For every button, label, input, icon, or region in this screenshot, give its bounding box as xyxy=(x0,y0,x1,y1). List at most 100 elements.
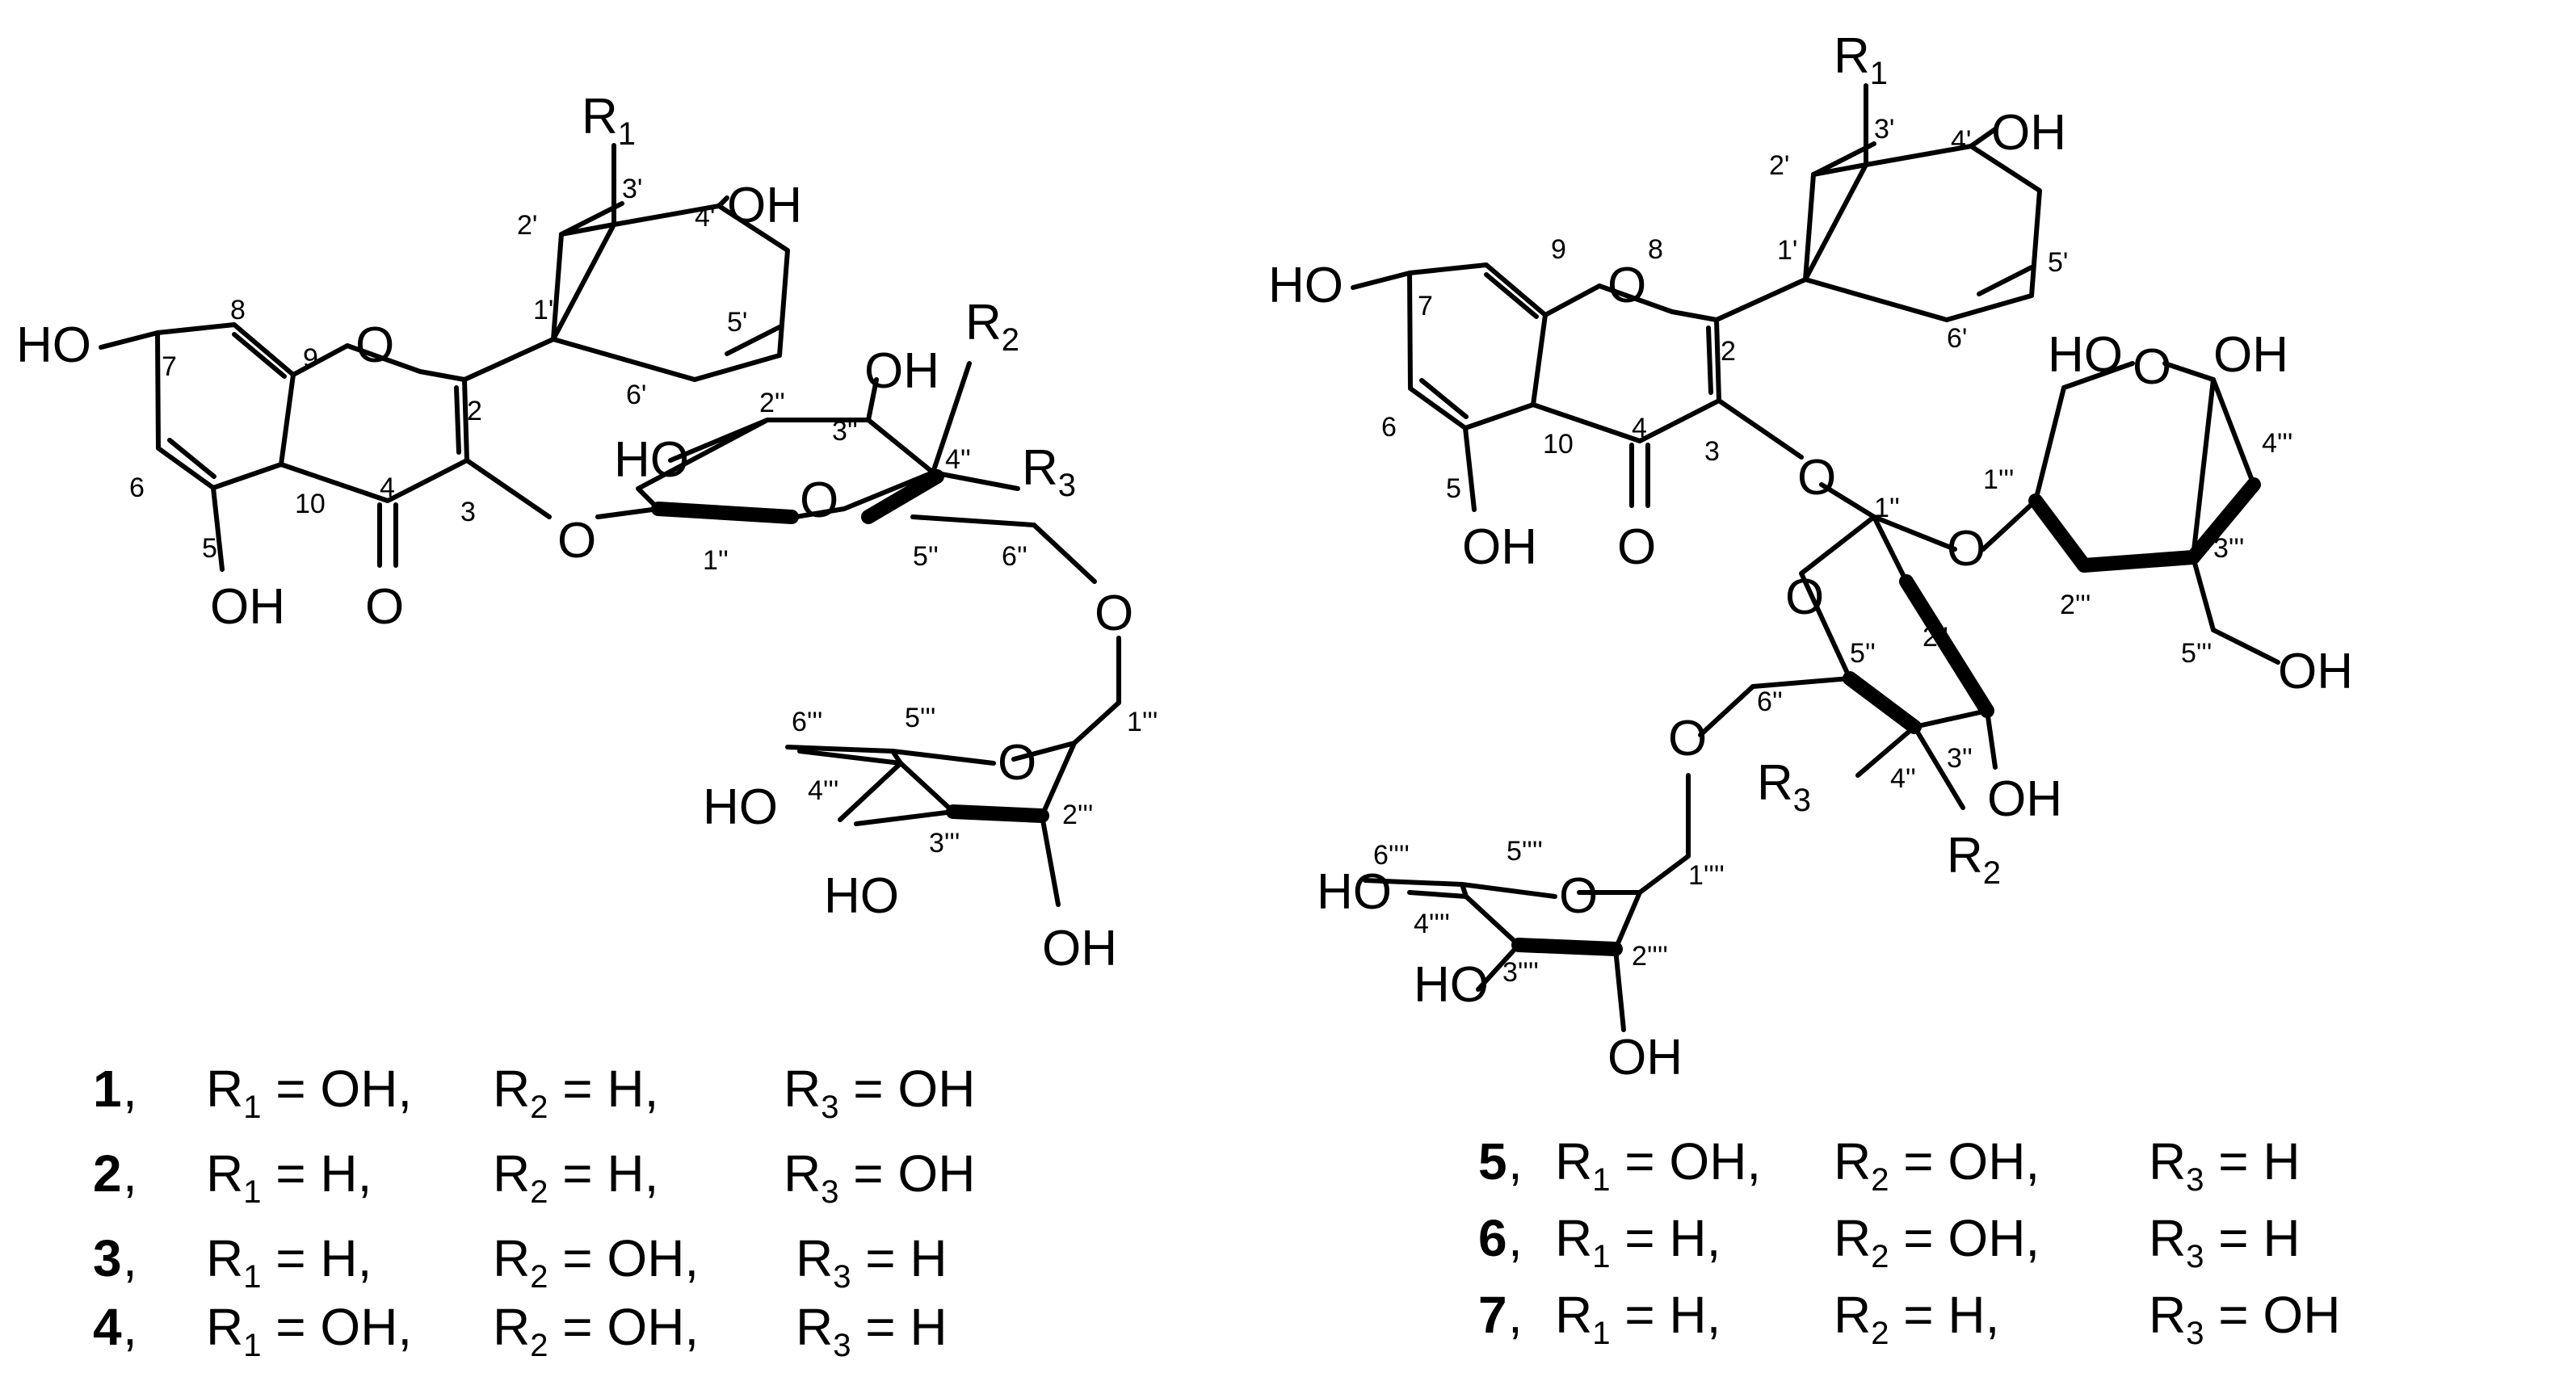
num-4: 4 xyxy=(380,472,395,503)
oh-5-label: OH xyxy=(210,579,285,635)
r-num-4pp: 4'' xyxy=(1890,763,1916,794)
r-r1-label: R1 xyxy=(1834,28,1888,91)
r-oh-api-3-label: OH xyxy=(2213,327,2288,383)
r-ho-7-label: HO xyxy=(1268,258,1343,313)
num-2: 2 xyxy=(467,396,482,426)
r-o-glyc-label: O xyxy=(1797,450,1836,506)
r1-assignment: R1 = OH, xyxy=(1555,1132,1761,1198)
r-num-4p: 4' xyxy=(1951,125,1971,156)
r-num-4: 4 xyxy=(1632,413,1647,443)
r-num-5pp: 5'' xyxy=(1850,638,1876,669)
r-o-2pp-label: O xyxy=(1947,521,1986,577)
r-ho-3pppp-label: HO xyxy=(1414,957,1489,1013)
compound-table-left: 1 , R1 = OH, R2 = H, R3 = OH 2 , R1 = H,… xyxy=(93,1060,975,1363)
r-oh-3pp-label: OH xyxy=(1987,771,2062,827)
r-num-3pppp: 3'''' xyxy=(1502,957,1539,988)
compound-id: 3 xyxy=(93,1229,122,1287)
r-num-3pp: 3'' xyxy=(1947,743,1973,774)
oh-4p-label: OH xyxy=(727,178,802,233)
r1-assignment: R1 = OH, xyxy=(206,1298,412,1363)
num-7: 7 xyxy=(162,351,177,382)
num-6pp: 6'' xyxy=(1002,541,1027,572)
r-ho-4pppp-label: HO xyxy=(1317,864,1392,920)
r-r3-label: R3 xyxy=(1757,755,1811,818)
num-5ppp: 5''' xyxy=(905,703,935,733)
r-num-3: 3 xyxy=(1704,436,1720,467)
r2-assignment: R2 = H, xyxy=(493,1060,658,1125)
num-1p: 1' xyxy=(533,295,553,325)
o-keto-label: O xyxy=(365,579,404,635)
ho-3ppp-label: HO xyxy=(824,868,899,924)
num-5: 5 xyxy=(202,533,217,564)
num-1pp: 1'' xyxy=(703,545,729,576)
o-glyc-label: O xyxy=(557,513,596,569)
ho-2pp-label: HO xyxy=(614,432,689,488)
r1-assignment: R1 = H, xyxy=(206,1229,372,1295)
r-num-1ppp: 1''' xyxy=(1983,464,2014,495)
num-6: 6 xyxy=(129,472,145,503)
compound-id: 6 xyxy=(1478,1209,1507,1267)
r-num-2pp: 2'' xyxy=(1923,622,1948,653)
num-3p: 3' xyxy=(622,174,642,204)
compound-id: 5 xyxy=(1478,1132,1507,1190)
r-num-3p: 3' xyxy=(1874,114,1894,145)
r1-assignment: R1 = H, xyxy=(206,1144,372,1210)
r-num-6p: 6' xyxy=(1947,323,1967,354)
r1-label: R1 xyxy=(582,89,636,152)
r-num-6pp: 6'' xyxy=(1757,686,1783,717)
r-o-api-ring-label: O xyxy=(2133,339,2171,395)
svg-text:,: , xyxy=(123,1229,137,1287)
num-4p: 4' xyxy=(695,202,715,233)
r-num-2ppp: 2''' xyxy=(2060,590,2091,620)
r2-assignment: R2 = H, xyxy=(493,1144,658,1210)
r-num-4ppp: 4''' xyxy=(2262,428,2292,459)
num-2p: 2' xyxy=(517,210,537,241)
ho-7-label: HO xyxy=(16,317,91,373)
oh-3pp-label: OH xyxy=(864,343,939,399)
o-ring-sugar-label: O xyxy=(800,472,838,528)
r-o-rha-ring-label: O xyxy=(1559,868,1598,924)
num-2ppp: 2''' xyxy=(1062,800,1093,830)
r-num-5pppp: 5'''' xyxy=(1507,836,1543,867)
r-o-keto-label: O xyxy=(1617,519,1656,575)
o-6pp-label: O xyxy=(1095,586,1133,641)
num-8: 8 xyxy=(230,295,246,325)
r-oh-4p-label: OH xyxy=(1991,105,2066,161)
r3-assignment: R3 = OH xyxy=(784,1060,975,1125)
svg-text:,: , xyxy=(123,1144,137,1203)
r2-assignment: R2 = H, xyxy=(1834,1286,1999,1351)
oh-2ppp-label: OH xyxy=(1042,921,1117,976)
r-oh-2pppp-label: OH xyxy=(1607,1030,1683,1085)
r-num-2pppp: 2'''' xyxy=(1632,941,1668,972)
r2-assignment: R2 = OH, xyxy=(493,1298,699,1363)
num-4pp: 4'' xyxy=(945,444,971,475)
compound-id: 2 xyxy=(93,1144,122,1203)
r1-assignment: R1 = OH, xyxy=(206,1060,412,1125)
r-num-2p: 2' xyxy=(1769,150,1789,181)
num-1ppp: 1''' xyxy=(1127,707,1158,737)
r-num-5: 5 xyxy=(1446,473,1461,504)
r3-assignment: R3 = H xyxy=(796,1298,948,1363)
left-structure-labels: HO OH O O O R1 OH HO OH O R2 R3 O O HO H… xyxy=(16,89,1158,976)
o-ring-label: O xyxy=(355,317,394,373)
r-oh-5-label: OH xyxy=(1462,519,1537,575)
right-structure-labels: HO OH O O O R1 OH O O OH O R3 R2 HO O OH… xyxy=(1268,28,2353,1085)
right-structure xyxy=(1351,83,2280,1032)
r-num-10: 10 xyxy=(1543,429,1574,460)
svg-text:,: , xyxy=(1508,1286,1523,1344)
num-3: 3 xyxy=(460,497,476,527)
num-6ppp: 6''' xyxy=(792,707,822,737)
r-num-5p: 5' xyxy=(2048,247,2068,278)
r-num-1p: 1' xyxy=(1777,235,1797,266)
r3-assignment: R3 = OH xyxy=(784,1144,975,1210)
r2-assignment: R2 = OH, xyxy=(493,1229,699,1295)
ho-4ppp-label: HO xyxy=(703,779,778,835)
r3-label: R3 xyxy=(1022,440,1076,503)
r-num-6pppp: 6'''' xyxy=(1373,840,1410,871)
r-num-6: 6 xyxy=(1381,412,1397,443)
r-o-ring-label: O xyxy=(1607,258,1646,313)
r-num-4pppp: 4'''' xyxy=(1414,909,1450,939)
num-6p: 6' xyxy=(626,380,646,410)
r-num-3ppp: 3''' xyxy=(2213,533,2244,564)
r-num-2: 2 xyxy=(1721,336,1736,367)
